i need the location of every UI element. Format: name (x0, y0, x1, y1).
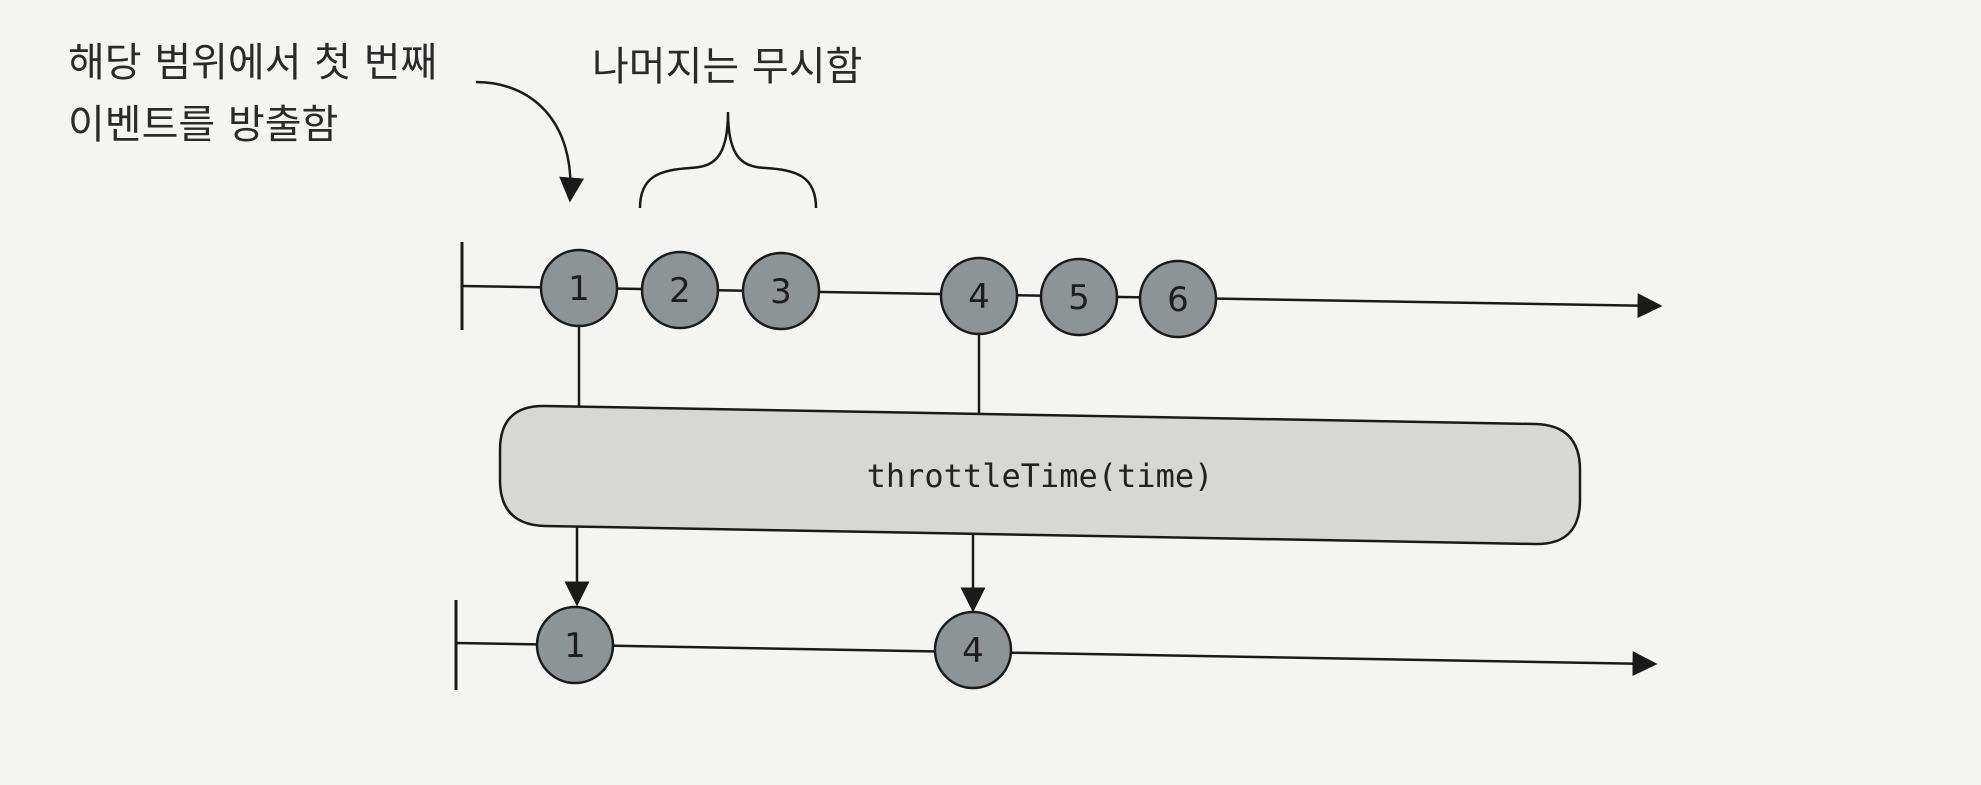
source-marble-2: 2 (640, 250, 720, 330)
first-event-annotation-line1: 해당 범위에서 첫 번째 (68, 40, 437, 86)
source-marble-4-label: 4 (968, 277, 990, 317)
first-event-annotation-line2: 이벤트를 방출함 (68, 102, 338, 148)
annotation-pointer-arrow (475, 80, 585, 203)
output-marble-4: 4 (933, 610, 1013, 690)
source-marble-5-label: 5 (1068, 278, 1090, 318)
source-marble-3-label: 3 (770, 272, 792, 312)
throttle-operator-box: throttleTime(time) (498, 404, 1582, 546)
source-marble-6: 6 (1138, 259, 1218, 339)
output-stream-timeline (455, 641, 1658, 677)
operator-label: throttleTime(time) (867, 457, 1214, 495)
ignore-rest-annotation: 나머지는 무시함 (592, 44, 862, 90)
source-marble-1-label: 1 (568, 269, 590, 309)
source-marble-3: 3 (741, 251, 821, 331)
source-marble-1: 1 (539, 248, 619, 328)
source-marble-5: 5 (1039, 257, 1119, 337)
output-marble-1: 1 (535, 605, 615, 685)
ignored-events-brace (638, 111, 818, 209)
source-marble-2-label: 2 (669, 271, 691, 311)
source-marble-4: 4 (939, 256, 1019, 336)
output-marble-1-label: 1 (564, 626, 586, 666)
output-marble-4-label: 4 (962, 631, 984, 671)
source-marble-6-label: 6 (1167, 280, 1189, 320)
